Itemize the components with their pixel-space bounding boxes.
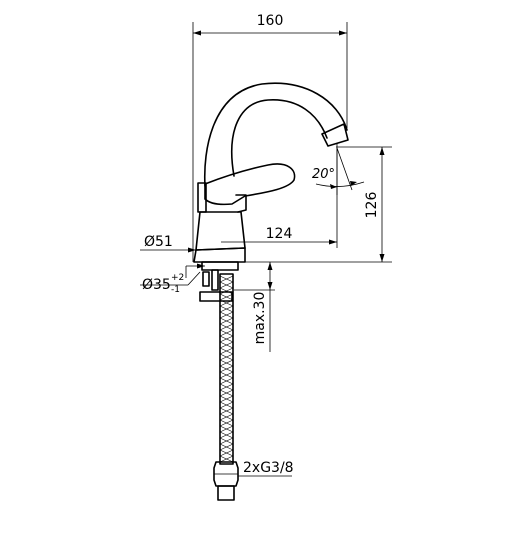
hose-braid-strand bbox=[219, 365, 234, 373]
faucet-body bbox=[193, 82, 349, 302]
dimension-connection: 2xG3/8 bbox=[238, 460, 294, 477]
dim-hole-tol-upper: +2 bbox=[171, 273, 184, 283]
hose-braid-strand bbox=[219, 359, 234, 367]
hose-braid-strand bbox=[219, 353, 234, 361]
dim-overall-width-label: 160 bbox=[257, 13, 284, 29]
hose-braid-strand bbox=[219, 395, 234, 403]
dim-aerator-angle-label: 20° bbox=[312, 167, 335, 182]
hose-braid-strand bbox=[219, 425, 234, 433]
hose-nut bbox=[213, 461, 239, 487]
dim-hole-diameter-label: Ø35 bbox=[142, 277, 171, 293]
dim-hole-tol-lower: -1 bbox=[171, 285, 180, 295]
hose-braid-strand bbox=[219, 443, 234, 451]
hose-braid-strand bbox=[219, 347, 234, 355]
dimension-aerator-angle: 20° bbox=[312, 147, 365, 195]
hose-braid-strand bbox=[219, 413, 234, 421]
fixing-bracket bbox=[199, 291, 233, 302]
dimension-hole-diameter: Ø35 +2 -1 bbox=[140, 263, 205, 295]
dimension-spout-reach: 124 bbox=[221, 144, 338, 248]
hose-braid-strand bbox=[219, 389, 234, 397]
hose-braid-strand bbox=[219, 341, 234, 349]
hose-braid-strand bbox=[219, 431, 234, 439]
hose-braid-strand bbox=[219, 437, 234, 445]
hose-braid-strand bbox=[219, 299, 234, 307]
dim-base-diameter-label: Ø51 bbox=[144, 234, 173, 250]
fixing-nut bbox=[201, 261, 239, 271]
dim-deck-thickness-label: max.30 bbox=[252, 292, 268, 345]
body-column bbox=[195, 211, 246, 251]
lever-handle bbox=[204, 163, 296, 206]
dimension-height: 126 bbox=[245, 146, 392, 263]
hose-braid-strand bbox=[219, 419, 234, 427]
hose-braid-strand bbox=[219, 287, 234, 295]
hose-end bbox=[217, 485, 235, 501]
hose-braid bbox=[219, 275, 234, 463]
hose-braid-strand bbox=[219, 293, 234, 301]
bracket-screw bbox=[211, 269, 219, 291]
hose-braid-strand bbox=[219, 371, 234, 379]
dimension-base-diameter: Ø51 bbox=[140, 234, 196, 253]
hose-braid-strand bbox=[219, 323, 234, 331]
dim-height-label: 126 bbox=[364, 192, 380, 219]
hose-braid-strand bbox=[219, 311, 234, 319]
hose-braid-strand bbox=[219, 305, 234, 313]
flexible-hose bbox=[213, 273, 239, 501]
handle-hinge bbox=[235, 194, 247, 213]
hose-braid-strand bbox=[219, 455, 234, 463]
hose-braid-strand bbox=[219, 275, 234, 283]
aerator bbox=[321, 123, 349, 147]
dim-connection-label: 2xG3/8 bbox=[243, 460, 294, 476]
hose-braid-strand bbox=[219, 329, 234, 337]
dimension-overall-width: 160 bbox=[192, 13, 348, 262]
hose-braid-strand bbox=[219, 281, 234, 289]
dim-spout-reach-label: 124 bbox=[266, 226, 293, 242]
spout-outer-curve bbox=[203, 82, 348, 187]
spout-inner-curve bbox=[230, 99, 328, 177]
hose-braid-strand bbox=[219, 449, 234, 457]
fixing-stud bbox=[202, 271, 210, 287]
hose-braid-strand bbox=[219, 401, 234, 409]
hose-outline bbox=[219, 273, 234, 465]
hose-braid-strand bbox=[219, 335, 234, 343]
base-ring bbox=[193, 247, 246, 263]
hose-braid-strand bbox=[219, 383, 234, 391]
hose-braid-strand bbox=[219, 407, 234, 415]
hose-braid-strand bbox=[219, 317, 234, 325]
dimension-deck-thickness: max.30 bbox=[234, 262, 275, 352]
hose-braid-strand bbox=[219, 377, 234, 385]
